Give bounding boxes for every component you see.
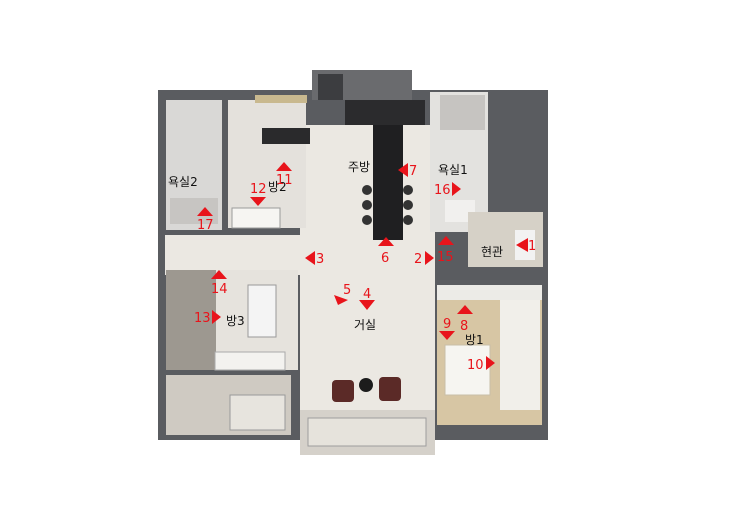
marker-5[interactable]: 5 [334,283,351,305]
marker-label: 9 [443,317,451,332]
arrow-up-icon [378,237,394,246]
arrow-up-icon [211,270,227,279]
marker-label: 16 [434,183,451,198]
label-room3: 방3 [226,314,245,328]
arrow-down-icon [250,197,266,206]
marker-10[interactable]: 10 [467,356,495,373]
marker-label: 8 [460,319,468,334]
arrow-down-icon [359,300,375,310]
marker-label: 17 [197,218,214,233]
label-bathroom2: 욕실2 [168,175,198,189]
marker-11[interactable]: 11 [276,162,293,188]
marker-label: 1 [528,239,536,254]
room-labels: 욕실2 방2 주방 욕실1 현관 방3 거실 방1 [168,160,503,347]
label-bathroom1: 욕실1 [438,163,468,177]
marker-9[interactable]: 9 [439,317,455,340]
marker-14[interactable]: 14 [211,270,228,297]
marker-2[interactable]: 2 [414,251,434,267]
label-entrance: 현관 [481,245,503,259]
marker-3[interactable]: 3 [305,251,324,267]
marker-label: 14 [211,282,228,297]
arrow-right-icon [212,310,221,324]
marker-label: 4 [363,287,371,302]
marker-17[interactable]: 17 [197,207,214,233]
label-room2: 방2 [268,180,287,194]
marker-1[interactable]: 1 [516,238,536,254]
marker-label: 2 [414,252,422,267]
marker-label: 11 [276,173,293,188]
marker-16[interactable]: 16 [434,182,461,198]
marker-label: 6 [381,251,389,266]
marker-label: 12 [250,182,267,197]
arrow-up-icon [276,162,292,171]
marker-15[interactable]: 15 [437,236,454,265]
arrow-up-icon [457,305,473,314]
marker-12[interactable]: 12 [250,182,267,206]
arrow-down-right-icon [334,295,348,305]
marker-8[interactable]: 8 [457,305,473,334]
marker-label: 5 [343,283,351,298]
marker-label: 13 [194,311,211,326]
arrow-left-icon [398,163,408,177]
marker-7[interactable]: 7 [398,163,417,179]
arrow-left-icon [516,238,528,252]
marker-label: 15 [437,250,454,265]
floor-areas [158,70,548,455]
arrow-right-icon [452,182,461,196]
arrow-right-icon [486,356,495,370]
label-kitchen: 주방 [348,160,370,174]
viewpoint-markers[interactable]: 1 2 3 4 5 6 7 [194,162,536,373]
marker-label: 10 [467,358,484,373]
arrow-up-icon [197,207,213,216]
arrow-left-icon [305,251,315,265]
label-living: 거실 [354,318,376,332]
marker-label: 3 [316,252,324,267]
marker-13[interactable]: 13 [194,310,221,326]
arrow-up-icon [438,236,454,245]
marker-4[interactable]: 4 [359,287,375,310]
label-room1: 방1 [465,333,484,347]
marker-6[interactable]: 6 [378,237,394,266]
arrow-right-icon [425,251,434,265]
arrow-down-icon [439,331,455,340]
marker-label: 7 [409,164,417,179]
